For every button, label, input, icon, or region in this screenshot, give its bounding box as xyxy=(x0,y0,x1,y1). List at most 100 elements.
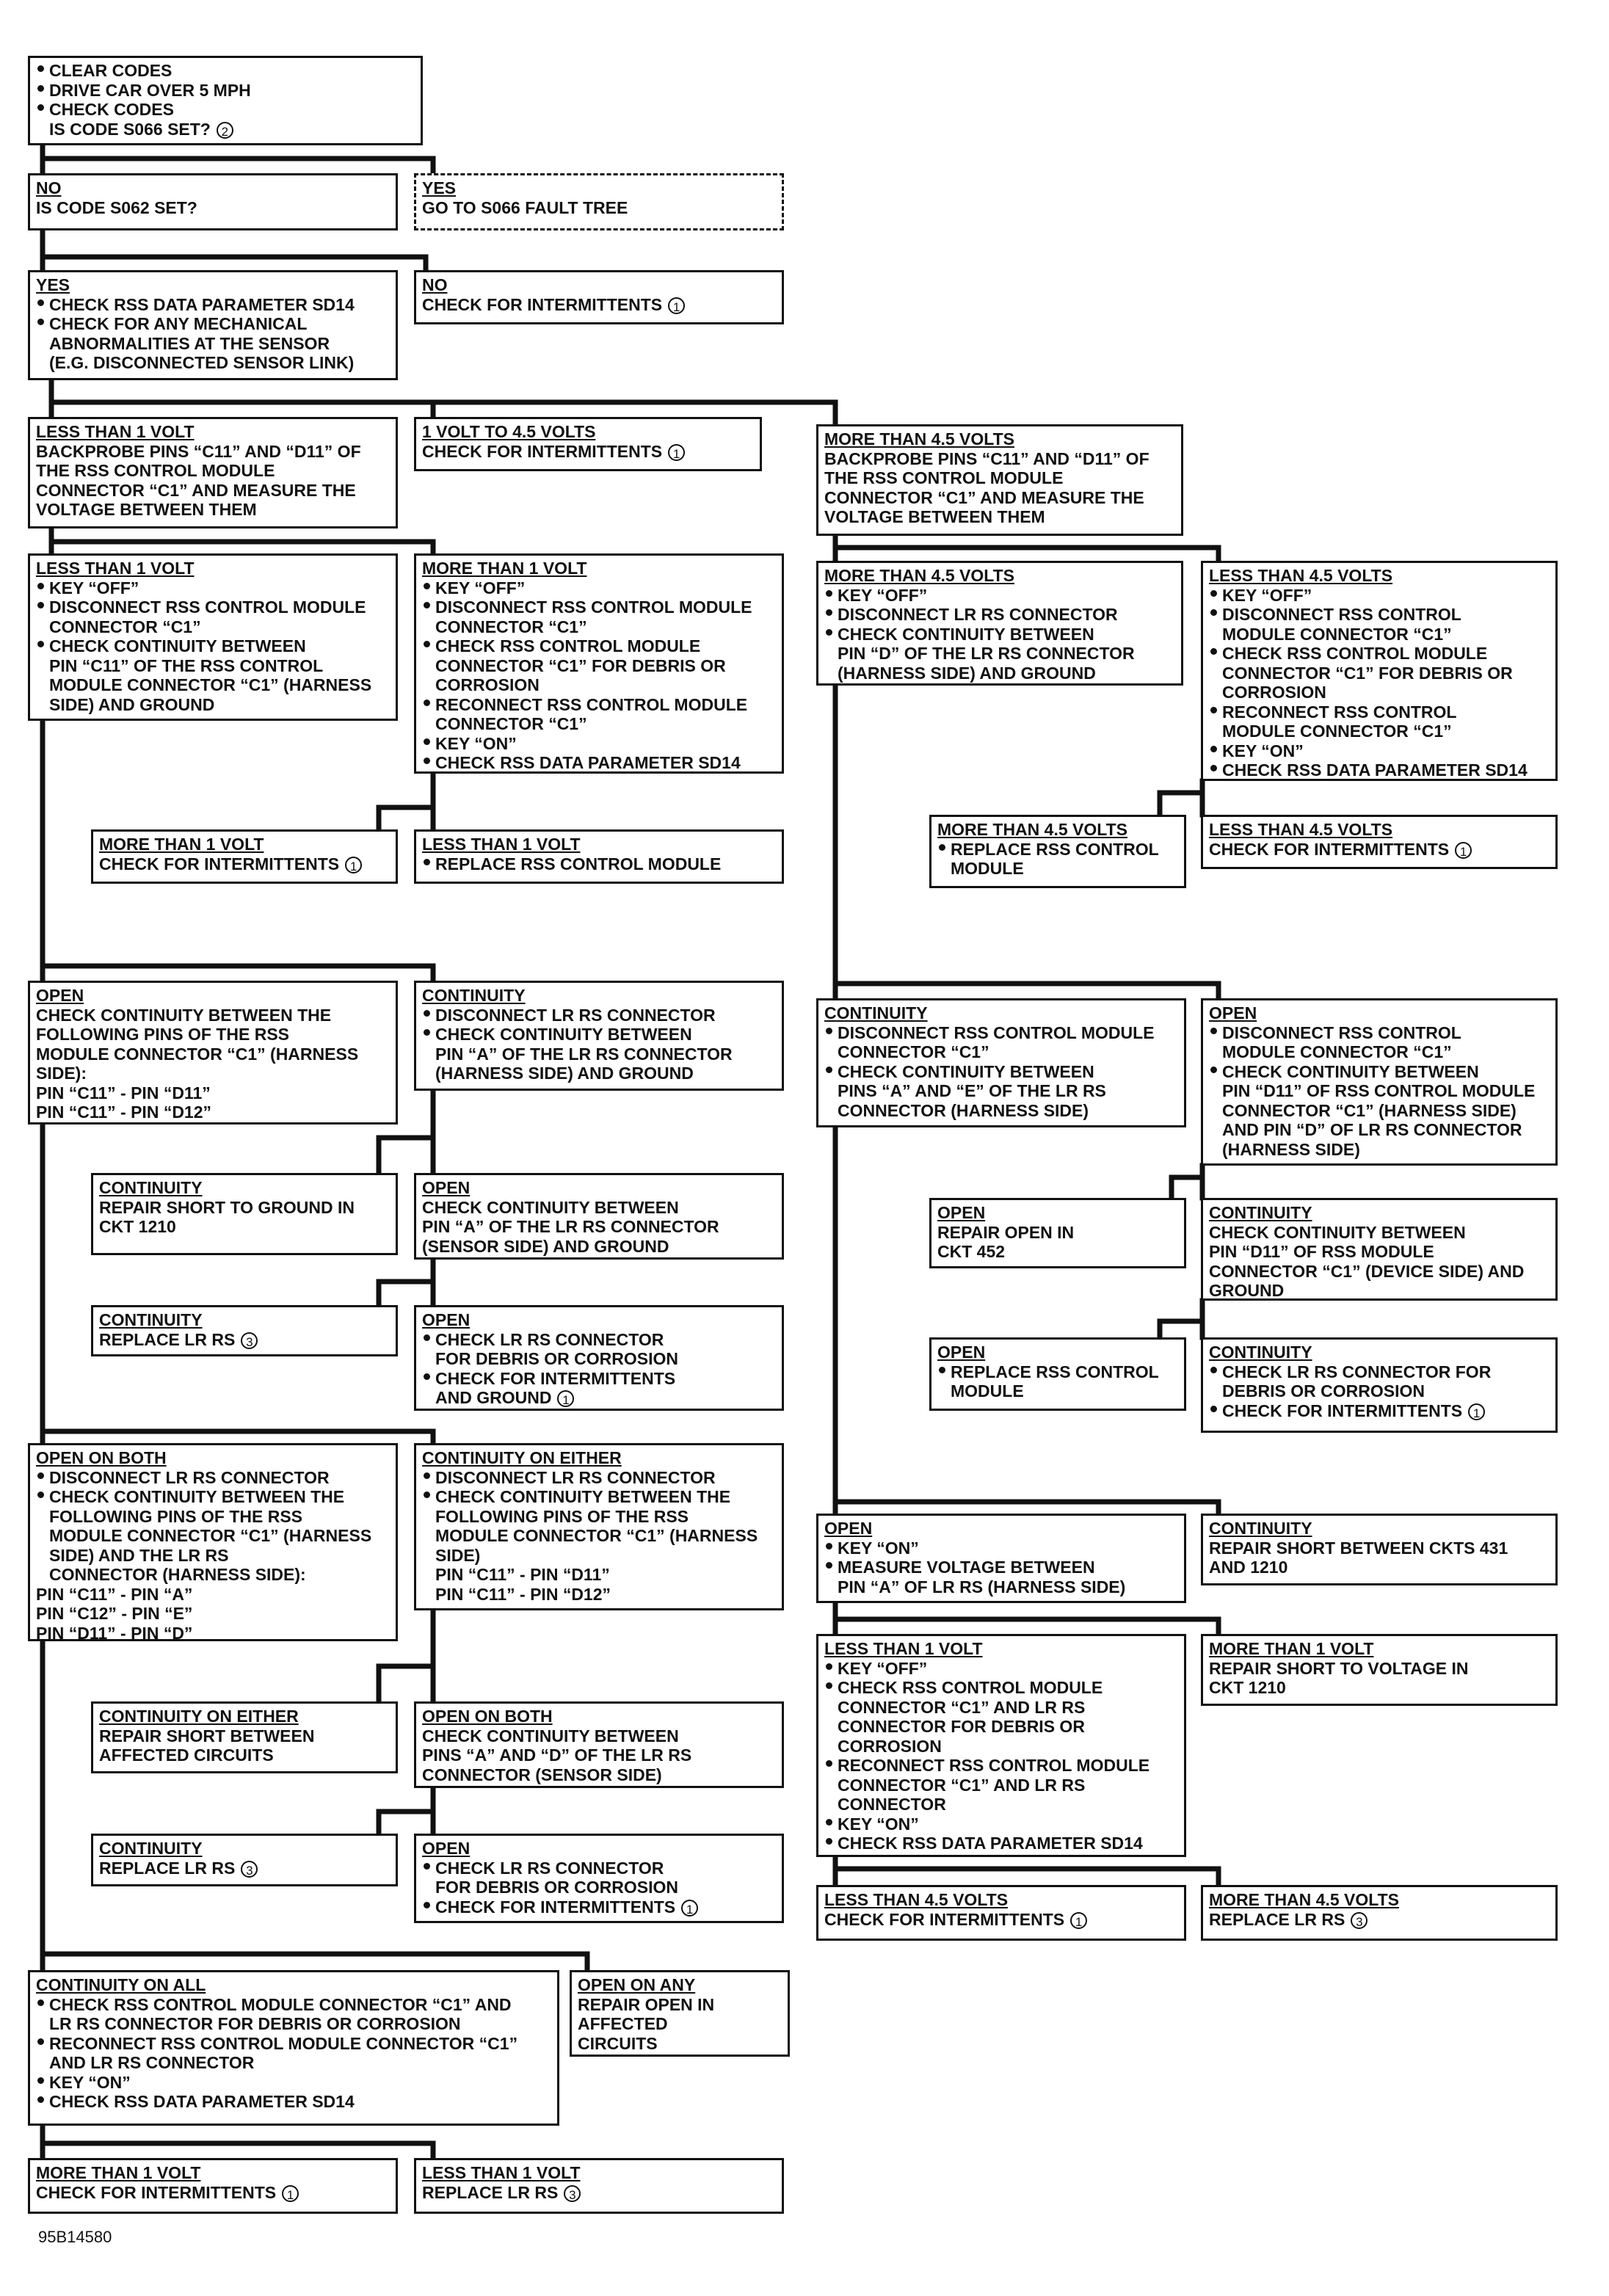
step-text-line: (SENSOR SIDE) AND GROUND xyxy=(422,1237,776,1257)
step-bullet-line: CLEAR CODES xyxy=(36,61,415,81)
branch-condition: OPEN xyxy=(422,1310,471,1329)
step-bullet-line: CHECK RSS CONTROL MODULE CONNECTOR “C1” … xyxy=(36,1995,551,2015)
step-text-line: IS CODE S066 SET?2 xyxy=(36,120,415,139)
step-text: PIN “C11” - PIN “D11” xyxy=(36,1083,211,1102)
step-text-line: MODULE CONNECTOR “C1” (HARNESS xyxy=(422,1526,776,1546)
step-text: CHECK RSS CONTROL MODULE xyxy=(838,1678,1103,1697)
branch-condition: LESS THAN 1 VOLT xyxy=(422,835,581,854)
footnote-marker: 1 xyxy=(668,443,686,461)
step-text: CHECK CONTINUITY BETWEEN THE xyxy=(49,1487,345,1506)
branch-condition: 1 VOLT TO 4.5 VOLTS xyxy=(422,422,596,441)
step-text: CHECK LR RS CONNECTOR xyxy=(435,1329,664,1349)
step-text: CORROSION xyxy=(435,675,540,694)
branch-condition: LESS THAN 4.5 VOLTS xyxy=(1209,566,1393,585)
step-text-line: PIN “D” OF THE LR RS CONNECTOR xyxy=(824,644,1175,664)
step-text: IS CODE S062 SET? xyxy=(36,197,197,217)
step-text-line: GO TO S066 FAULT TREE xyxy=(422,198,776,218)
step-text: CHECK RSS CONTROL MODULE CONNECTOR “C1” … xyxy=(49,1994,512,2014)
step-text: AND PIN “D” OF LR RS CONNECTOR xyxy=(1222,1120,1522,1139)
step-text: KEY “OFF” xyxy=(49,578,139,597)
footnote-marker: 3 xyxy=(241,1860,258,1878)
step-bullet-line: RECONNECT RSS CONTROL MODULE xyxy=(824,1756,1178,1776)
step-text: THE RSS CONTROL MODULE xyxy=(36,461,275,480)
step-bullet-line: KEY “OFF” xyxy=(422,578,776,598)
step-text: (HARNESS SIDE) xyxy=(1222,1139,1360,1159)
step-bullet-line: CHECK FOR INTERMITTENTS xyxy=(422,1369,776,1389)
step-text: MODULE xyxy=(951,859,1024,878)
step-text: CHECK CONTINUITY BETWEEN xyxy=(435,1025,692,1044)
step-text: CKT 452 xyxy=(937,1242,1006,1261)
step-text: MODULE xyxy=(951,1381,1024,1401)
branch-condition: CONTINUITY ON ALL xyxy=(36,1975,206,1994)
step-text-line: THE RSS CONTROL MODULE xyxy=(824,468,1175,488)
step-text-line: PINS “A” AND “E” OF THE LR RS xyxy=(824,1081,1178,1101)
branch-condition: OPEN xyxy=(824,1519,873,1538)
step-text: REPLACE LR RS xyxy=(1209,1909,1345,1929)
step-bullet-line: RECONNECT RSS CONTROL xyxy=(1209,702,1550,722)
step-text: PIN “D11” OF RSS MODULE xyxy=(1209,1242,1434,1261)
step-text: KEY “OFF” xyxy=(838,585,928,605)
step-text-line: CORROSION xyxy=(1209,683,1550,702)
step-text-line: THE RSS CONTROL MODULE xyxy=(36,461,390,481)
step-text-line: VOLTAGE BETWEEN THEM xyxy=(824,507,1175,527)
step-text: REPAIR SHORT BETWEEN xyxy=(99,1726,315,1745)
step-text: CONNECTOR “C1” FOR DEBRIS OR xyxy=(435,655,726,675)
step-text: CHECK RSS CONTROL MODULE xyxy=(435,636,701,655)
step-text-line: SIDE): xyxy=(36,1064,390,1083)
branch-condition: OPEN xyxy=(1209,1003,1257,1022)
step-text: DEBRIS OR CORROSION xyxy=(1222,1381,1425,1401)
step-text: CONNECTOR “C1” xyxy=(435,714,587,733)
step-text-line: CKT 452 xyxy=(937,1242,1178,1262)
step-text: CONNECTOR “C1” AND LR RS xyxy=(838,1775,1086,1795)
branch-condition: OPEN ON BOTH xyxy=(36,1448,167,1467)
step-text: CONNECTOR “C1” xyxy=(435,617,587,636)
step-text: PIN “C12” - PIN “E” xyxy=(36,1604,193,1623)
step-bullet-line: KEY “ON” xyxy=(1209,741,1550,761)
step-text-line: PIN “A” OF THE LR RS CONNECTOR xyxy=(422,1217,776,1237)
step-bullet-line: CHECK CONTINUITY BETWEEN xyxy=(1209,1062,1550,1082)
step-text: DISCONNECT RSS CONTROL xyxy=(1222,1022,1461,1042)
step-text: PIN “A” OF LR RS (HARNESS SIDE) xyxy=(838,1577,1126,1596)
step-text-line: BACKPROBE PINS “C11” AND “D11” OF xyxy=(824,449,1175,469)
step-text: DISCONNECT RSS CONTROL xyxy=(1222,605,1461,624)
step-text-line: GROUND xyxy=(1209,1281,1550,1298)
step-bullet-line: KEY “ON” xyxy=(36,2073,551,2093)
step-text-line: CONNECTOR (HARNESS SIDE): xyxy=(36,1565,390,1585)
step-text: DISCONNECT LR RS CONNECTOR xyxy=(435,1467,716,1487)
step-bullet-line: CHECK CONTINUITY BETWEEN xyxy=(824,1062,1178,1082)
step-text: SIDE) AND THE LR RS xyxy=(49,1545,229,1565)
branch-condition: CONTINUITY xyxy=(99,1178,203,1197)
step-text: DRIVE CAR OVER 5 MPH xyxy=(49,80,251,100)
step-text-line: FOLLOWING PINS OF THE RSS xyxy=(36,1025,390,1045)
step-text: CHECK CONTINUITY BETWEEN THE xyxy=(435,1487,731,1506)
step-text: SIDE): xyxy=(36,1064,87,1083)
step-text-line: CONNECTOR (SENSOR SIDE) xyxy=(422,1765,776,1785)
step-text: CONNECTOR (HARNESS SIDE) xyxy=(838,1100,1089,1120)
step-text-line: MODULE CONNECTOR “C1” (HARNESS xyxy=(36,675,390,695)
footnote-marker: 1 xyxy=(668,297,686,314)
step-text: SIDE) xyxy=(435,1545,481,1565)
step-text: DISCONNECT LR RS CONNECTOR xyxy=(838,605,1118,624)
branch-condition: CONTINUITY xyxy=(1209,1343,1312,1362)
step-text-line: CONNECTOR “C1” AND LR RS xyxy=(824,1776,1178,1795)
step-text-line: PIN “D11” - PIN “D” xyxy=(36,1624,390,1640)
step-text: CHECK FOR INTERMITTENTS xyxy=(1209,839,1450,859)
step-text: CHECK FOR INTERMITTENTS xyxy=(422,441,663,461)
step-text: (HARNESS SIDE) AND GROUND xyxy=(838,663,1096,683)
step-text-line: PIN “D11” OF RSS MODULE xyxy=(1209,1242,1550,1262)
branch-condition: OPEN xyxy=(36,986,84,1005)
step-text-line: PINS “A” AND “D” OF THE LR RS xyxy=(422,1745,776,1765)
step-bullet-line: CHECK RSS DATA PARAMETER SD14 xyxy=(824,1834,1178,1853)
step-text: CHECK LR RS CONNECTOR xyxy=(435,1858,664,1878)
step-text: CHECK CODES xyxy=(49,100,174,119)
